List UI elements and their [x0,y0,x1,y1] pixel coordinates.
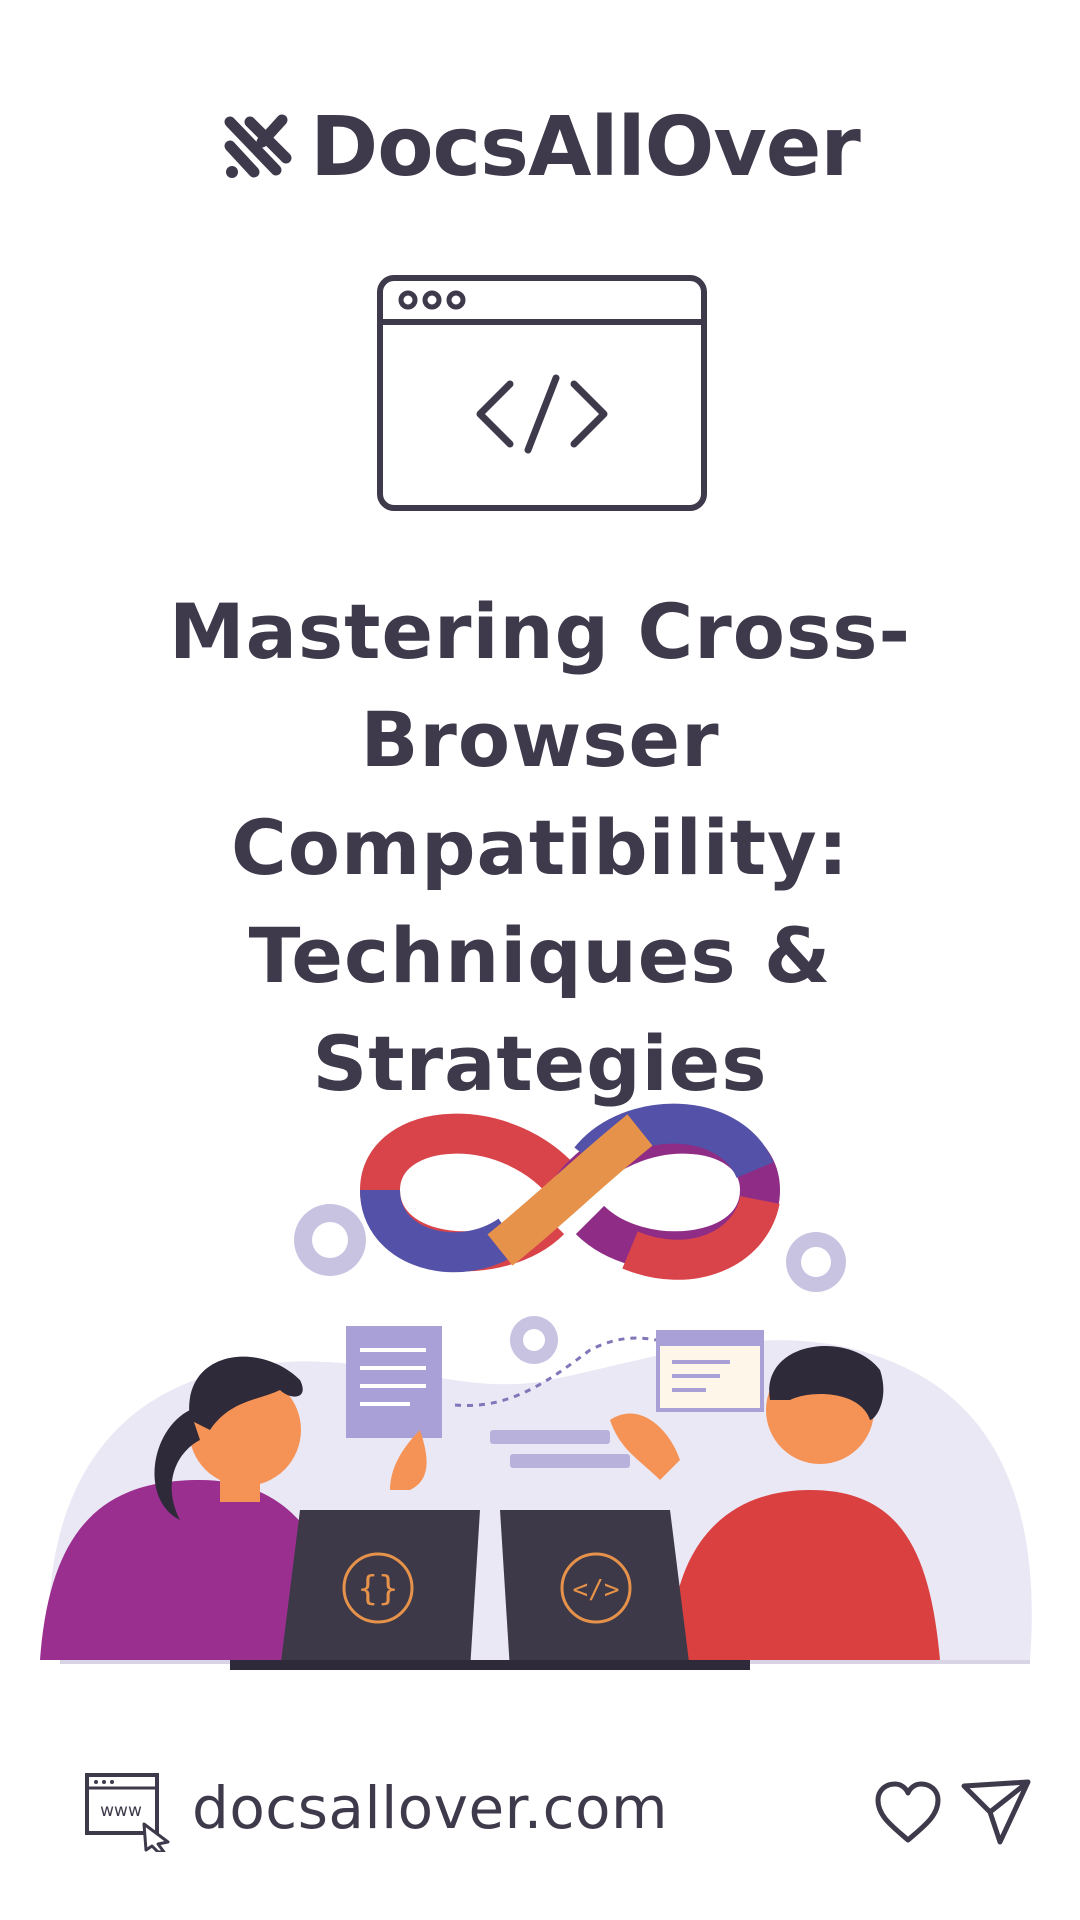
title-line-4: Strategies [312,1019,768,1108]
gear-icon [510,1316,558,1364]
www-label: www [100,1801,142,1821]
brand-name: DocsAllOver [310,100,861,195]
title-line-1: Mastering Cross- [168,587,911,676]
infinity-loop-icon [359,1103,781,1280]
devops-illustration: {} </> [40,1103,1032,1670]
page-title: Mastering Cross- Browser Compatibility: … [40,578,1040,1118]
code-tag-icon: </> [573,1575,620,1605]
www-window-icon: www [85,1773,170,1852]
site-url-link[interactable]: docsallover.com [192,1774,669,1842]
gear-icon [294,1204,366,1276]
laptop-right: </> [500,1510,690,1670]
gear-icon [786,1232,846,1292]
man-figure [610,1346,940,1660]
laptop-left: {} [280,1510,480,1670]
browser-window-icon [656,1330,764,1412]
woman-figure [40,1356,427,1660]
title-line-2: Browser Compatibility: [230,695,850,892]
curly-braces-icon: {} [358,1569,399,1609]
send-icon[interactable] [960,1778,1032,1846]
document-icon [346,1326,442,1438]
footer: www docsallover.com [0,1770,1080,1860]
docsallover-logo-icon [224,114,292,178]
heart-icon[interactable] [872,1780,944,1846]
code-window-icon [377,275,707,511]
brand-header: DocsAllOver [0,100,1080,195]
title-line-3: Techniques & [248,911,832,1000]
